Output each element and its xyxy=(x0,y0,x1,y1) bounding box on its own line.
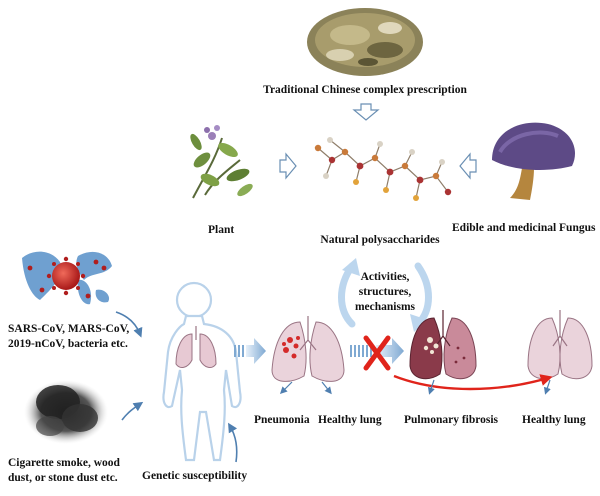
pneumonia-lungs-icon xyxy=(271,316,345,382)
virus-to-body-arrow xyxy=(115,311,143,338)
pneumonia-to-fibrosis-arrow xyxy=(350,338,404,364)
activities-label: Activities, structures, mechanisms xyxy=(345,270,425,315)
plant-label: Plant xyxy=(208,224,235,236)
fungus-to-polysaccharide-arrow xyxy=(459,152,477,180)
polysaccharide-molecule-icon xyxy=(314,137,452,201)
activities-line-1: Activities, xyxy=(360,271,410,283)
healthy-lungs-right-icon xyxy=(527,310,593,380)
body-lungs-icon xyxy=(175,326,217,368)
treatment-red-arrow xyxy=(393,374,553,391)
virus-line-2: 2019-nCoV, bacteria etc. xyxy=(8,338,128,350)
plant-sprig-icon xyxy=(190,125,253,199)
lung-pointer-arrows xyxy=(279,379,551,395)
genetic-to-body-arrow xyxy=(228,422,238,463)
fungus-label: Edible and medicinal Fungus xyxy=(452,222,596,234)
mushroom-icon xyxy=(492,122,575,200)
smoke-label: Cigarette smoke, wood dust, or stone dus… xyxy=(8,456,120,486)
genetic-label: Genetic susceptibility xyxy=(142,470,248,482)
herbal-mixture-icon xyxy=(307,8,423,76)
tcm-label: Traditional Chinese complex prescription xyxy=(263,84,467,96)
virus-line-1: SARS-CoV, MARS-CoV, xyxy=(8,323,130,335)
smoke-line-2: dust, or stone dust etc. xyxy=(8,472,118,484)
fibrosis-lungs-icon xyxy=(409,310,477,380)
smoke-line-1: Cigarette smoke, wood xyxy=(8,457,120,469)
tcm-down-arrow xyxy=(352,103,380,121)
smoke-cloud-icon xyxy=(24,380,108,444)
world-map-virus-icon xyxy=(22,251,112,305)
pulmonary-fibrosis-label: Pulmonary fibrosis xyxy=(404,414,499,426)
human-body-icon xyxy=(162,281,242,462)
healthy-lung-label-1: Healthy lung xyxy=(318,414,382,426)
activities-line-2: structures, xyxy=(358,286,412,298)
healthy-lung-label-2: Healthy lung xyxy=(522,414,586,426)
plant-to-polysaccharide-arrow xyxy=(279,152,297,180)
activities-line-3: mechanisms xyxy=(354,301,416,313)
pneumonia-label: Pneumonia xyxy=(254,414,310,426)
body-to-pneumonia-arrow xyxy=(234,338,266,364)
smoke-to-body-arrow xyxy=(121,401,144,421)
red-x-block-icon xyxy=(363,335,391,371)
polysaccharides-label: Natural polysaccharides xyxy=(320,234,440,246)
virus-label: SARS-CoV, MARS-CoV, 2019-nCoV, bacteria … xyxy=(8,322,129,352)
